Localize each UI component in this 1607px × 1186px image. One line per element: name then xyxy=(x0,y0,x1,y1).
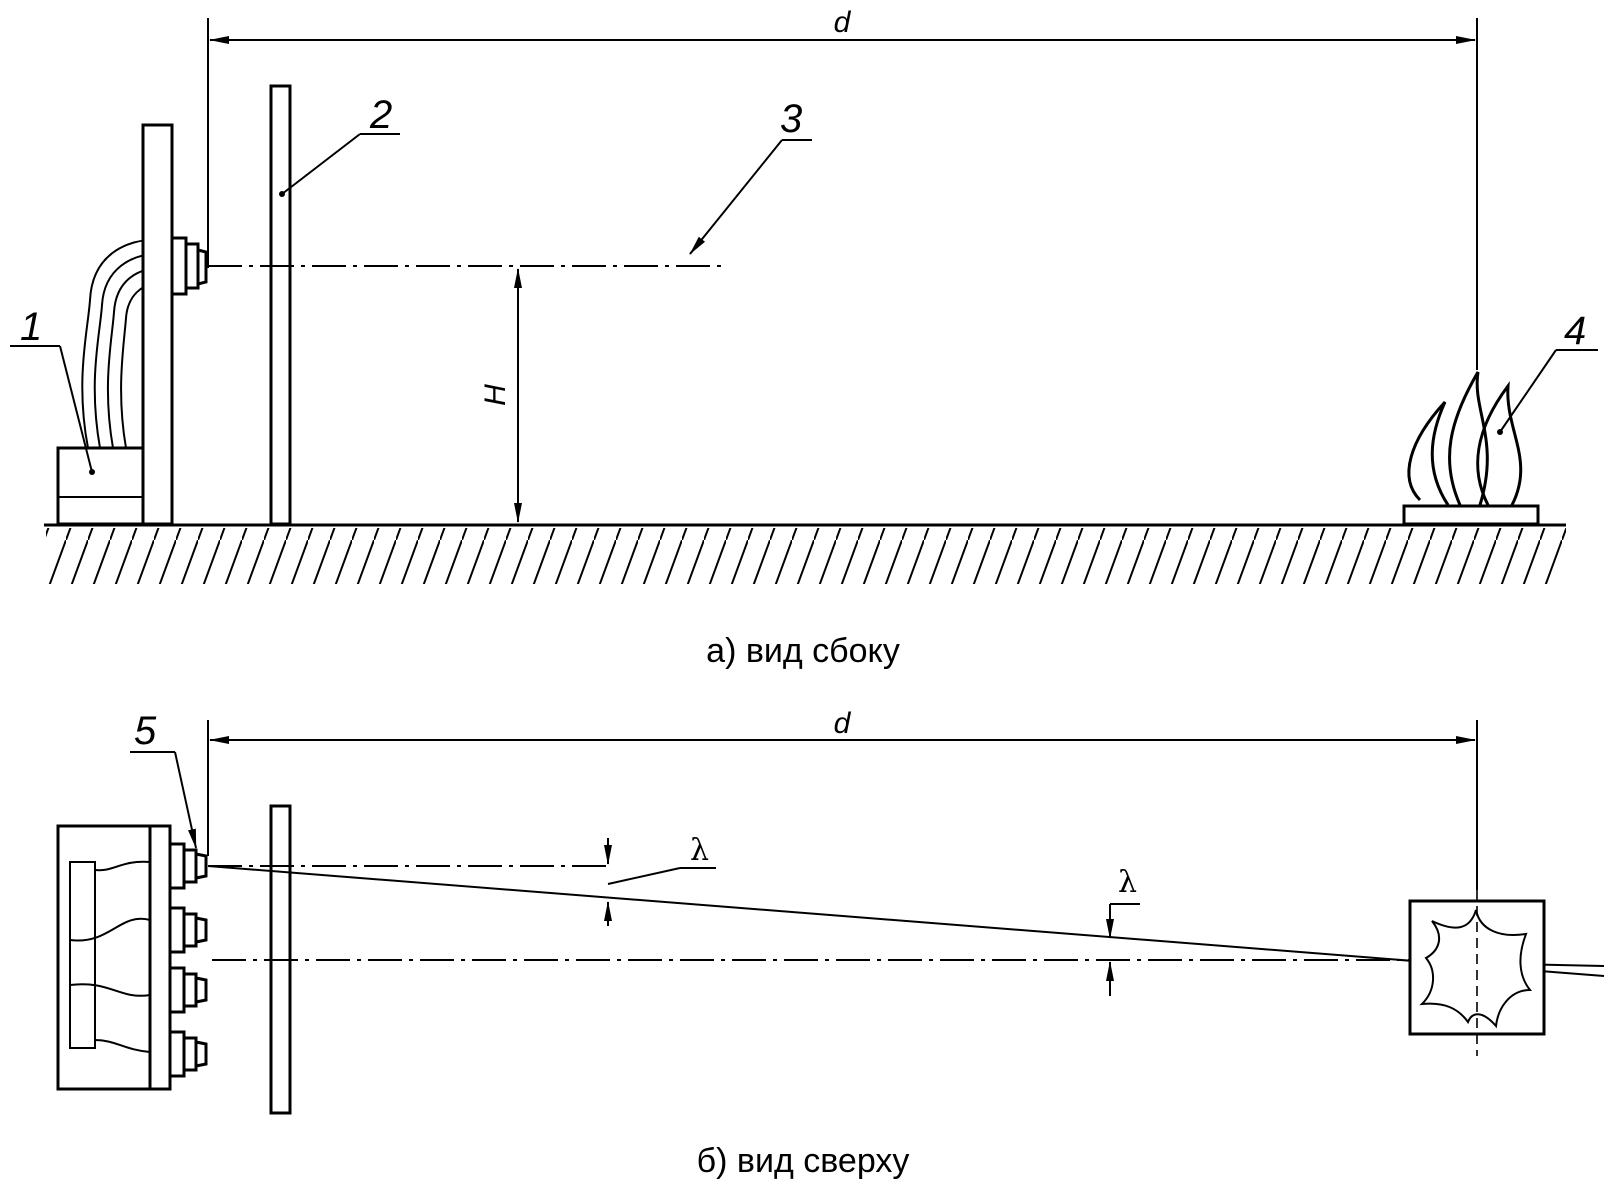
dimension-d-side: d xyxy=(207,6,1478,370)
lambda-label-1: λ xyxy=(690,833,709,868)
flame-center xyxy=(1448,371,1489,506)
flame-right xyxy=(1476,381,1523,506)
dimension-h: H xyxy=(479,268,522,523)
caption-top-view: б) вид сверху xyxy=(697,1142,910,1180)
dim-h-label: H xyxy=(479,384,512,406)
detector-head xyxy=(170,236,208,296)
part-label-5: 5 xyxy=(130,709,197,849)
side-view: d H xyxy=(10,6,1598,670)
ground-hatching xyxy=(46,528,1566,584)
dim-d-label: d xyxy=(834,6,852,39)
fire-tray xyxy=(1402,504,1540,526)
deviated-beam-upper xyxy=(207,865,1605,977)
mounting-board xyxy=(141,123,174,526)
caption-side-view: а) вид сбоку xyxy=(706,632,900,670)
detector-3 xyxy=(168,966,208,1014)
label-1: 1 xyxy=(20,305,42,349)
label-2: 2 xyxy=(369,93,392,137)
detector-2 xyxy=(168,906,208,954)
top-view: d xyxy=(56,707,1605,1180)
label-4: 4 xyxy=(1564,309,1586,353)
part-labels-side: 1 2 3 4 xyxy=(10,93,1598,475)
screen-plate xyxy=(269,84,292,526)
flame-outline-top xyxy=(1419,909,1533,1029)
detector-4 xyxy=(168,1030,208,1078)
label-3: 3 xyxy=(780,97,802,141)
lambda-dimension-1: λ xyxy=(604,833,716,926)
detector-array xyxy=(168,842,208,1078)
control-unit xyxy=(56,446,147,526)
flame-left xyxy=(1407,400,1450,506)
lambda-dimension-2: λ xyxy=(1106,865,1140,996)
fire-source-top xyxy=(1408,890,1546,1056)
dim-d-label-top: d xyxy=(834,707,852,740)
ground xyxy=(44,523,1566,584)
dimension-d-top: d xyxy=(207,707,1478,890)
control-unit-top xyxy=(56,824,172,1091)
detector-1 xyxy=(168,842,208,890)
label-5: 5 xyxy=(134,709,157,753)
lambda-label-2: λ xyxy=(1118,865,1137,900)
fire-source xyxy=(1402,371,1540,526)
